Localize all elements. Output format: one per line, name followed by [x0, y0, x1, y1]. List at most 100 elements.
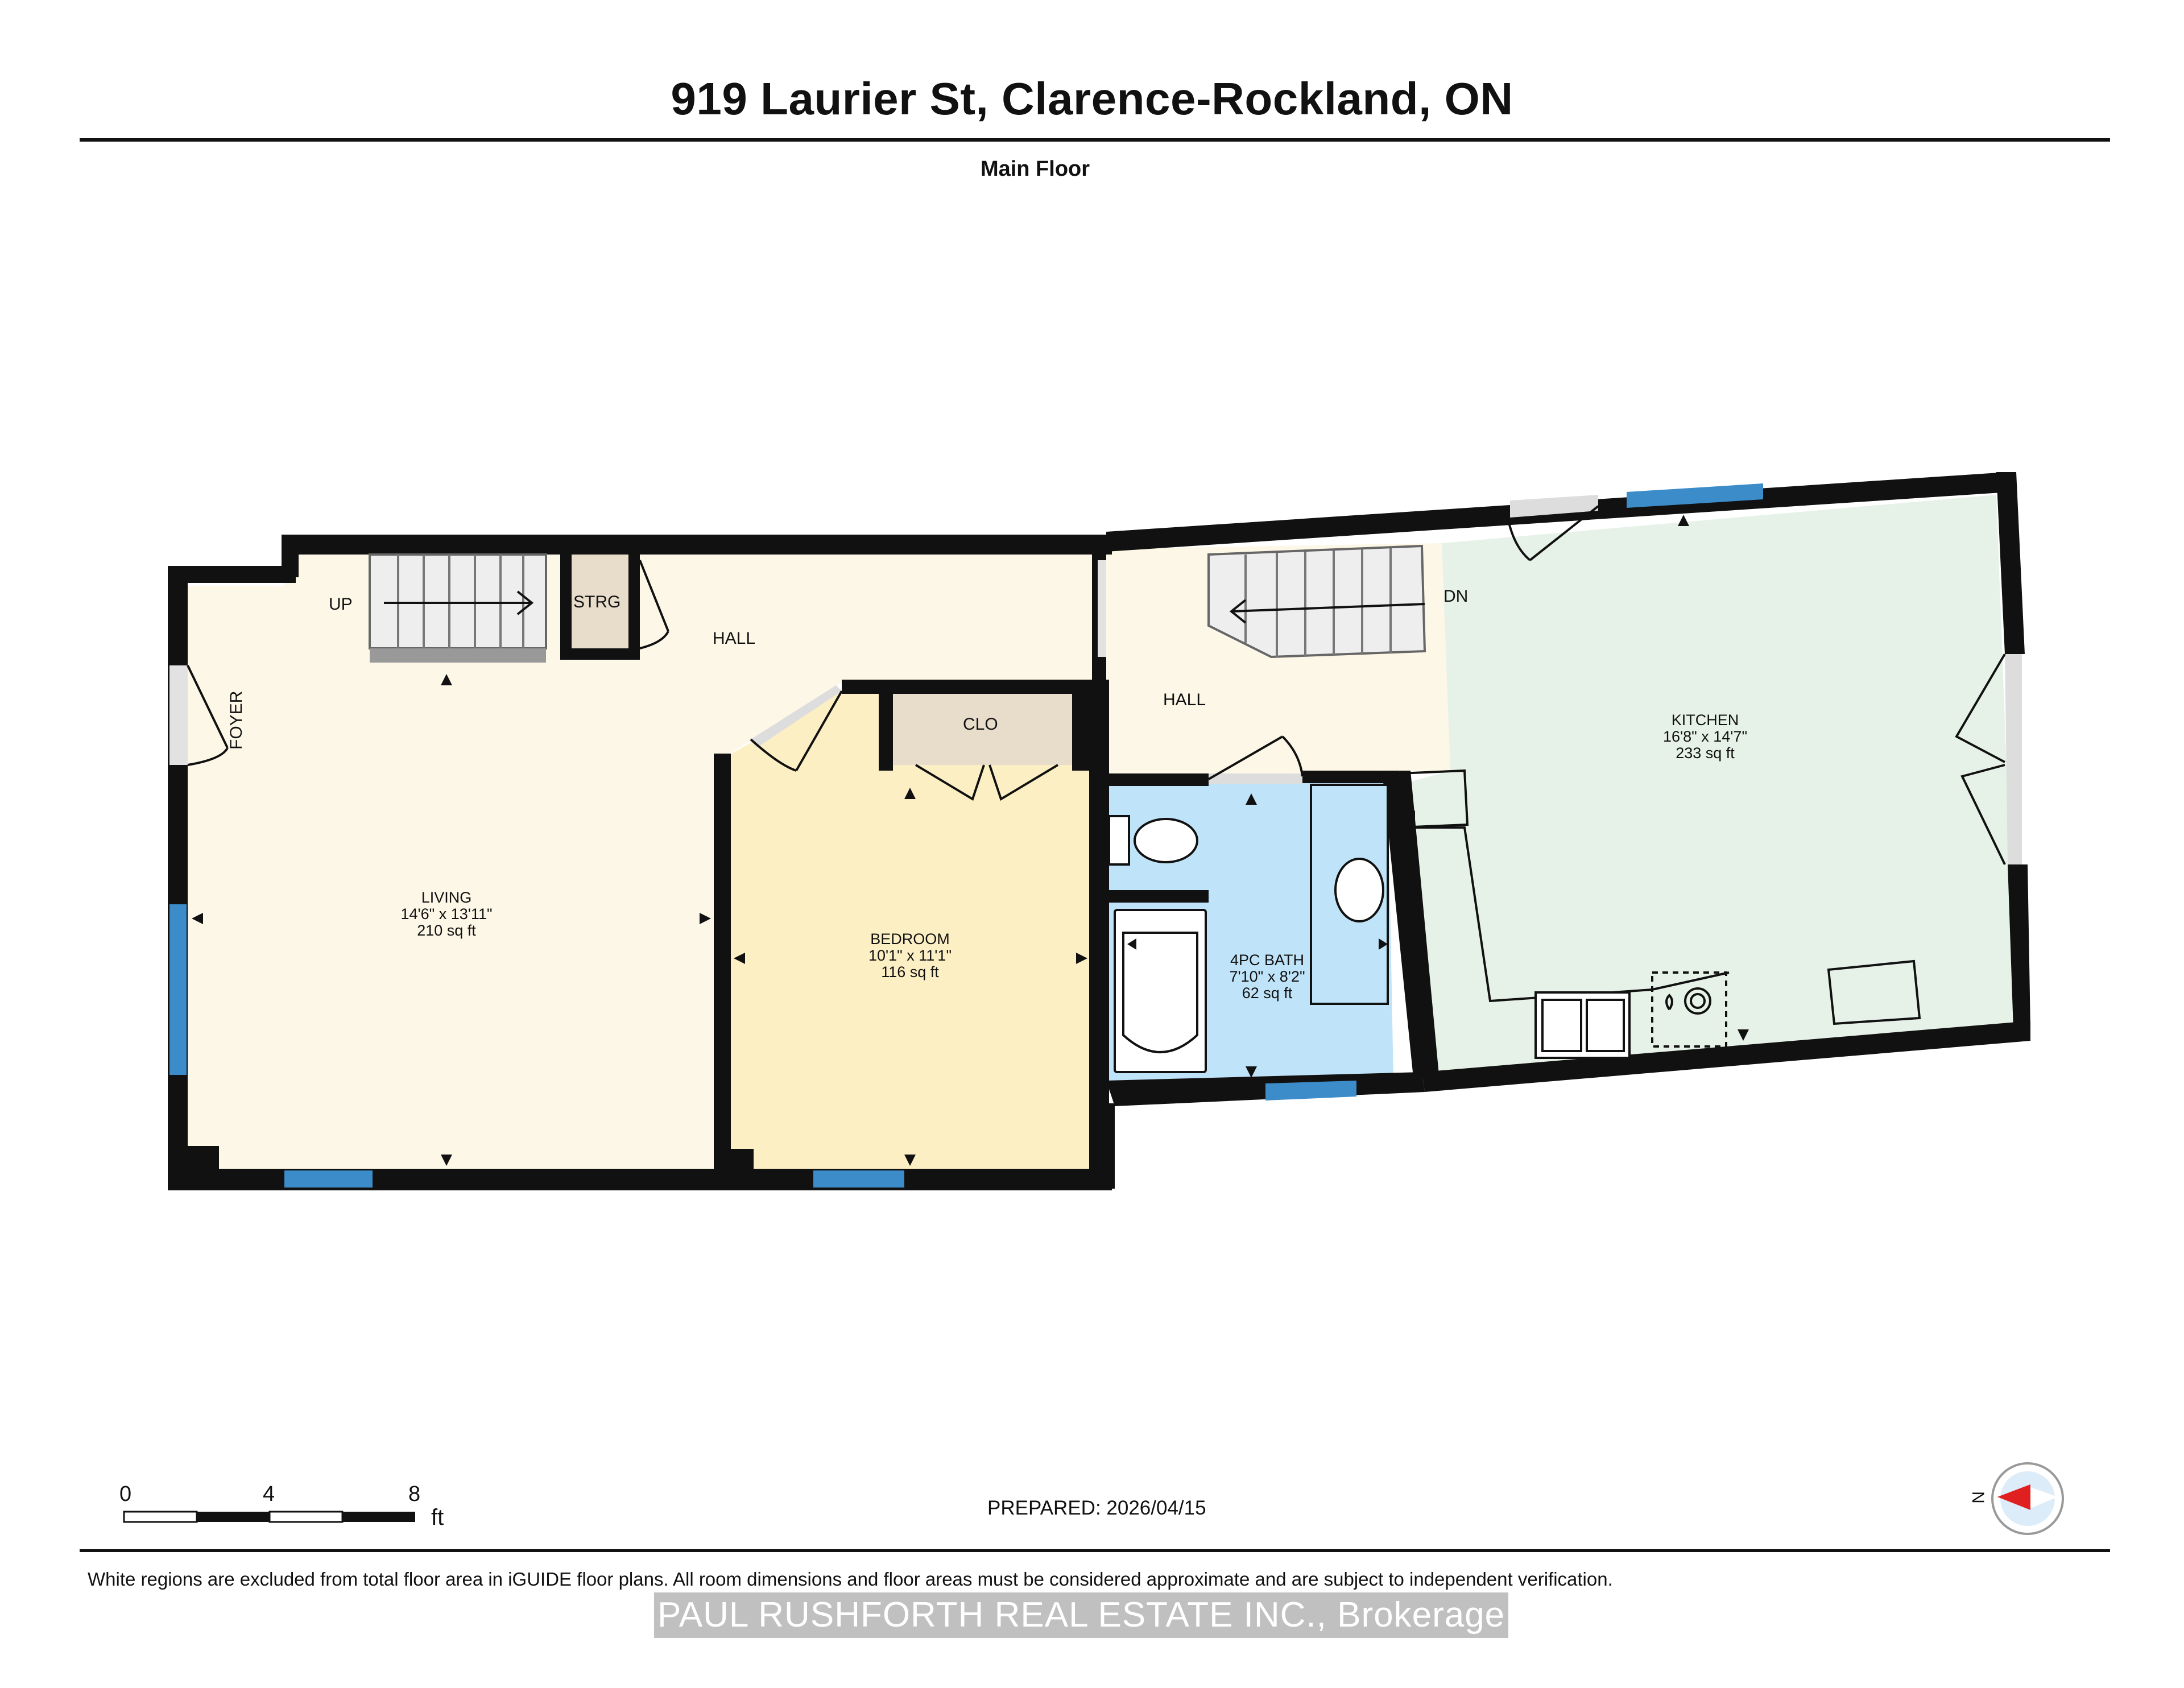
storage-door-swing: [639, 560, 669, 649]
living-dims: 14'6" x 13'11": [400, 905, 492, 922]
living-top-wall: [168, 566, 296, 583]
toilet-bowl: [1134, 818, 1198, 863]
closet-area: [884, 691, 1092, 765]
bath-dims: 7'10" x 8'2": [1229, 968, 1305, 985]
compass: N: [1968, 1462, 2064, 1535]
bath-kitchen-wall: [1399, 771, 1439, 1075]
closet-right-wall: [1072, 691, 1092, 771]
kitchen-fixtures: [1399, 769, 1921, 1059]
scale-seg-4: [342, 1512, 415, 1522]
bedroom-bottom-window: [813, 1170, 904, 1188]
stairs-up-base: [370, 648, 546, 663]
hall-right-label: HALL: [1163, 690, 1206, 709]
bath-bottom-window: [1265, 1081, 1356, 1100]
bath-area-text: 62 sq ft: [1242, 984, 1293, 1002]
closet-doors: [915, 764, 1059, 801]
kitchen-sink-right: [1586, 999, 1625, 1052]
bath-label: 4PC BATH 7'10" x 8'2" 62 sq ft: [1229, 951, 1305, 1002]
front-door-swing: [187, 665, 229, 766]
bedroom-name: BEDROOM: [870, 930, 950, 948]
front-door-gap: [169, 665, 188, 765]
appliance-marker: [1665, 994, 1673, 1011]
living-label: LIVING 14'6" x 13'11" 210 sq ft: [400, 889, 492, 939]
counter-outline: [1399, 769, 1730, 1003]
brokerage-watermark: PAUL RUSHFORTH REAL ESTATE INC., Brokera…: [654, 1592, 1509, 1638]
clo-label: CLO: [963, 715, 998, 734]
living-bedroom-wall: [714, 754, 731, 1169]
living-area: 210 sq ft: [417, 922, 476, 939]
storage-bottom: [560, 648, 640, 660]
page-title: 919 Laurier St, Clarence-Rockland, ON: [671, 73, 1513, 124]
kitchen-dims: 16'8" x 14'7": [1663, 728, 1747, 745]
scale-seg-3: [268, 1511, 344, 1523]
kitchen-side-door-swing: [1955, 653, 2006, 865]
kitchen-label: KITCHEN 16'8" x 14'7" 233 sq ft: [1663, 711, 1747, 762]
kitchen-bottom-wall: [1422, 1021, 2030, 1092]
living-hall-area: [188, 555, 1098, 1169]
compass-needle-south: [2030, 1487, 2058, 1508]
scale-bar: [123, 1511, 415, 1523]
storage-walls-left: [560, 555, 572, 657]
bathtub-basin: [1122, 932, 1198, 1053]
scale-seg-2: [197, 1512, 270, 1522]
title-divider: [80, 138, 2110, 142]
storage-walls-right: [628, 555, 640, 657]
stairs-down: [1207, 544, 1426, 659]
foyer-label: FOYER: [227, 691, 246, 750]
scale-label-8: 8: [408, 1482, 421, 1506]
scale-seg-1: [123, 1511, 198, 1523]
living-name: LIVING: [421, 889, 472, 906]
dn-label: DN: [1443, 587, 1468, 606]
disclaimer-text: White regions are excluded from total fl…: [88, 1569, 1613, 1590]
prepared-date: PREPARED: 2026/04/15: [987, 1497, 1206, 1519]
kitchen-name: KITCHEN: [1672, 711, 1739, 729]
compass-needle-north: [1997, 1484, 2030, 1510]
toilet-tank: [1108, 815, 1130, 866]
footer-divider: [80, 1549, 2110, 1552]
bath-name: 4PC BATH: [1230, 951, 1304, 969]
stove: [1651, 971, 1727, 1048]
storage-area: [563, 555, 628, 648]
stairs-up-arrow: [384, 590, 534, 615]
measure-arrows: [192, 515, 1749, 1166]
bath-door-swing: [1208, 735, 1304, 780]
kitchen-top-window: [1627, 483, 1763, 508]
bath-door: [1209, 773, 1302, 784]
windows: [169, 483, 1763, 1188]
bath-right-wall: [1382, 771, 1430, 1078]
kitchen-sink-left: [1541, 999, 1582, 1052]
bedroom-dims: 10'1" x 11'1": [868, 947, 952, 964]
kitchen-area: [1399, 495, 2016, 1075]
stairs-up-body: [369, 553, 547, 649]
living-bottom-window: [284, 1170, 373, 1188]
kitchen-area-text: 233 sq ft: [1676, 744, 1735, 762]
bedroom-door: [751, 685, 842, 748]
stairs-up: [369, 553, 547, 663]
main-top-wall: [282, 535, 1112, 555]
bedroom-door-swing: [750, 690, 843, 772]
living-left-window: [169, 904, 187, 1075]
bath-divider-wall: [1106, 890, 1209, 903]
stairs-down-body: [1207, 544, 1426, 659]
stairs-down-arrow: [1229, 599, 1425, 624]
scale-label-4: 4: [263, 1482, 275, 1506]
hall-opening: [1098, 560, 1106, 657]
bath-top-wall-left: [1106, 773, 1209, 786]
doors: [169, 495, 2022, 865]
bedroom-area-text: 116 sq ft: [881, 963, 939, 980]
kitchen-right-wall: [1996, 472, 2025, 654]
living-corner: [188, 1146, 219, 1172]
burner: [1684, 987, 1711, 1015]
bedroom-area: [717, 691, 1092, 1169]
fridge: [1827, 959, 1921, 1025]
strg-label: STRG: [573, 593, 621, 611]
scale-label-0: 0: [119, 1482, 132, 1506]
living-left-wall: [168, 566, 188, 1189]
hall-left-label: HALL: [713, 629, 755, 648]
bedroom-label: BEDROOM 10'1" x 11'1" 116 sq ft: [868, 930, 952, 980]
kitchen-top-door-swing: [1506, 505, 1599, 561]
vanity-sink: [1334, 858, 1384, 922]
bedroom-corner: [714, 1149, 754, 1177]
kitchen-sink-outer: [1534, 991, 1631, 1059]
